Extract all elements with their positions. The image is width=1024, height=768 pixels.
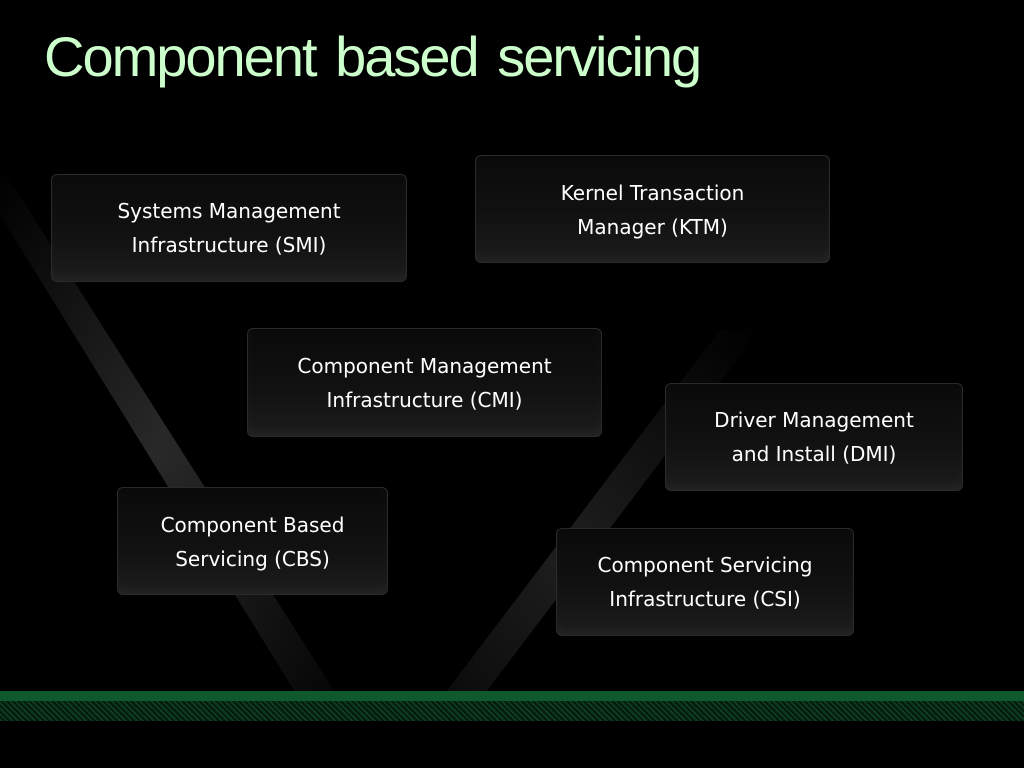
component-box-csi: Component Servicing Infrastructure (CSI) (556, 528, 854, 636)
component-box-cbs: Component Based Servicing (CBS) (117, 487, 388, 595)
component-label-cbs: Component Based Servicing (CBS) (160, 513, 345, 571)
footer-band-hatch (0, 701, 1024, 721)
component-label-ktm: Kernel Transaction Manager (KTM) (560, 181, 745, 239)
component-box-cmi: Component Management Infrastructure (CMI… (247, 328, 602, 437)
footer-band-solid (0, 691, 1024, 701)
component-label-smi: Systems Management Infrastructure (SMI) (117, 199, 341, 257)
component-label-dmi: Driver Management and Install (DMI) (714, 408, 914, 466)
component-label-cmi: Component Management Infrastructure (CMI… (297, 354, 552, 412)
footer-band (0, 691, 1024, 721)
component-box-smi: Systems Management Infrastructure (SMI) (51, 174, 407, 282)
component-label-csi: Component Servicing Infrastructure (CSI) (597, 553, 813, 611)
slide-title: Component based servicing (44, 25, 702, 88)
component-box-ktm: Kernel Transaction Manager (KTM) (475, 155, 830, 263)
component-box-dmi: Driver Management and Install (DMI) (665, 383, 963, 491)
